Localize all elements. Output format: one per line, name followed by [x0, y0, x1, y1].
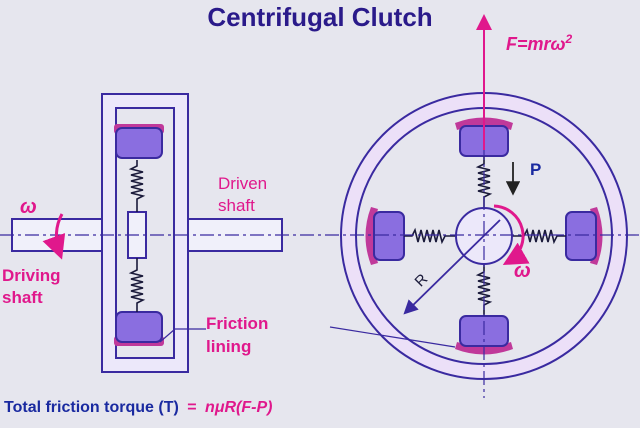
friction-lining-label-line2: lining [206, 337, 252, 356]
spring-bottom [475, 264, 493, 316]
rotation-arrow-left [42, 213, 66, 260]
radius-arrow [403, 219, 501, 315]
lining-left [365, 207, 378, 265]
diagram-title: Centrifugal Clutch [207, 2, 433, 32]
formula-line: Total friction torque (T) = nμR(F-P) [4, 399, 272, 417]
omega-label-left: ω [20, 196, 37, 218]
force-label-text: F=mrω [506, 34, 566, 54]
p-label: P [530, 160, 542, 179]
friction-lining-leader [159, 328, 206, 343]
force-label-superscript: 2 [565, 32, 573, 46]
driving-shaft-label-line1: Driving [2, 266, 61, 285]
driven-shaft-label-line2: shaft [218, 196, 255, 215]
front-view [300, 14, 640, 398]
omega-label-right: ω [514, 260, 531, 282]
driven-shaft-label-line1: Driven [218, 174, 268, 193]
top-spring [128, 160, 146, 212]
force-label: F=mrω2 [506, 32, 572, 55]
spring-left [404, 227, 456, 245]
top-shoe [115, 127, 163, 159]
spring-right [512, 227, 566, 245]
formula-expression: nμR(F-P) [205, 399, 273, 416]
friction-lining-label-line1: Friction [206, 314, 269, 333]
formula-equals: = [187, 399, 197, 416]
front-lining-leader [329, 326, 456, 348]
rotation-arrow-right [493, 204, 530, 265]
side-view [0, 93, 300, 373]
shoe-right [565, 211, 597, 261]
shoe-left [373, 211, 405, 261]
driving-shaft-label-line2: shaft [2, 288, 43, 307]
formula-label: Total friction torque (T) [4, 399, 179, 416]
bottom-shoe [115, 311, 163, 343]
bottom-spring [128, 258, 146, 312]
